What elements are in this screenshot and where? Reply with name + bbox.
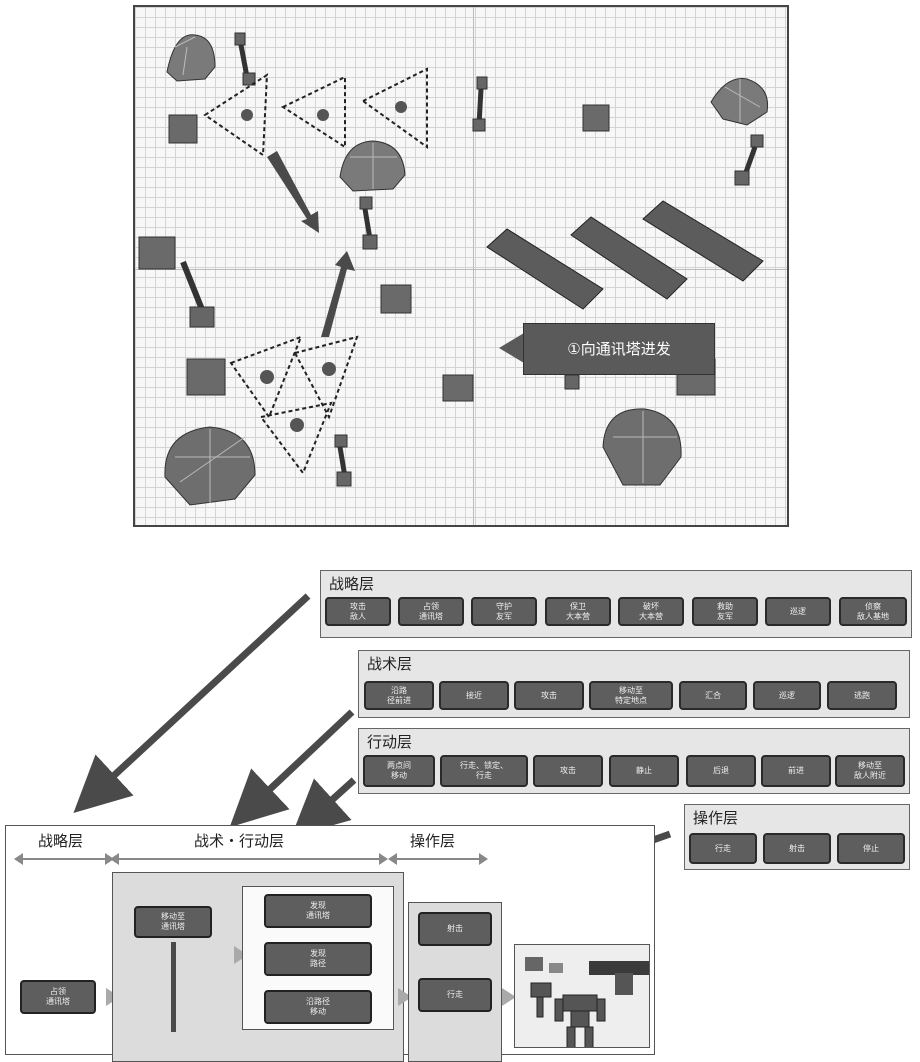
robot-units [241,101,407,432]
tactics-layer-panel: 战术层 沿路 径前进 接近 攻击 移动至 特定地点 汇合 巡逻 逃跑 [358,650,910,718]
unit-group-top [203,67,428,157]
node-walk: 行走 [418,978,492,1012]
span-arrow-operation [388,853,488,865]
robot-preview-image [514,944,650,1048]
long-blocks [486,200,764,310]
operation-layer-panel: 操作层 行走 射击 停止 [684,804,910,870]
tactics-chip: 汇合 [679,681,747,710]
action-layer-title: 行动层 [367,733,413,751]
strategy-chip: 巡逻 [765,597,831,626]
action-chip: 后退 [686,755,756,787]
flow-header-tactics: 战术・行动层 [194,832,285,850]
dome-top-right [710,77,769,126]
action-layer-panel: 行动层 两点间 移动 行走、锁定、 行走 攻击 静止 后退 前进 移动至 敌人附… [358,728,910,794]
game-map: ①向通讯塔进发 [133,5,789,527]
map-objects [138,32,769,506]
dome-top-left [166,34,216,82]
action-chip: 行走、锁定、 行走 [440,755,528,787]
dome-center [339,140,406,192]
node-discover-path: 发现 路径 [264,942,372,976]
tactics-chip: 逃跑 [827,681,897,710]
operation-chip: 射击 [763,833,831,864]
robot-illustration [515,945,649,1047]
span-arrow-strategy [14,853,114,865]
action-chip: 静止 [609,755,679,787]
node-move-to-tower: 移动至 通讯塔 [134,906,212,938]
down-connector [171,942,176,1032]
tactics-chip: 接近 [439,681,509,710]
strategy-chip: 破坏 大本营 [618,597,684,626]
goal-callout: ①向通讯塔进发 [523,323,715,375]
strategy-chip: 守护 友军 [471,597,537,626]
callout-pointer [499,333,524,363]
operation-chip: 停止 [837,833,905,864]
strategy-layer-title: 战略层 [329,575,375,593]
strategy-chip: 侦察 敌人基地 [839,597,907,626]
hierarchy-flow-diagram: 战略层 战术・行动层 操作层 占领 通讯塔 移动至 通讯塔 发现 通讯塔 发现 … [5,825,655,1062]
strategy-chip: 占领 通讯塔 [398,597,464,626]
tactics-chip: 攻击 [514,681,584,710]
node-discover-tower: 发现 通讯塔 [264,894,372,928]
action-chip: 攻击 [533,755,603,787]
tactics-chip: 巡逻 [753,681,821,710]
flow-arrow [502,988,516,1006]
node-occupy-tower: 占领 通讯塔 [20,980,96,1014]
movement-arrows [267,151,355,337]
flow-header-strategy: 战略层 [38,832,84,850]
strategy-chip: 保卫 大本营 [545,597,611,626]
strategy-layer-panel: 战略层 攻击 敌人 占领 通讯塔 守护 友军 保卫 大本营 破坏 大本营 救助 … [320,570,912,638]
unit-group-bottom [229,335,359,476]
action-chip: 移动至 敌人附近 [835,755,905,787]
node-follow-path: 沿路径 移动 [264,990,372,1024]
flow-header-operation: 操作层 [410,832,456,850]
strategy-chip: 攻击 敌人 [325,597,391,626]
communication-towers [180,32,764,487]
action-chip: 前进 [761,755,831,787]
map-divider-vertical [473,7,474,525]
operation-layer-title: 操作层 [693,809,739,827]
strategy-chip: 救助 友军 [692,597,758,626]
operation-chip: 行走 [689,833,757,864]
cubes [138,104,716,402]
tactics-chip: 沿路 径前进 [364,681,434,710]
node-shoot: 射击 [418,912,492,946]
tactics-chip: 移动至 特定地点 [589,681,673,710]
action-chip: 两点间 移动 [363,755,435,787]
tactics-layer-title: 战术层 [367,655,413,673]
dome-bottom-left [164,426,256,506]
map-divider-horizontal [135,269,787,270]
dome-bottom-right [602,408,682,486]
span-arrow-tactics [110,853,388,865]
